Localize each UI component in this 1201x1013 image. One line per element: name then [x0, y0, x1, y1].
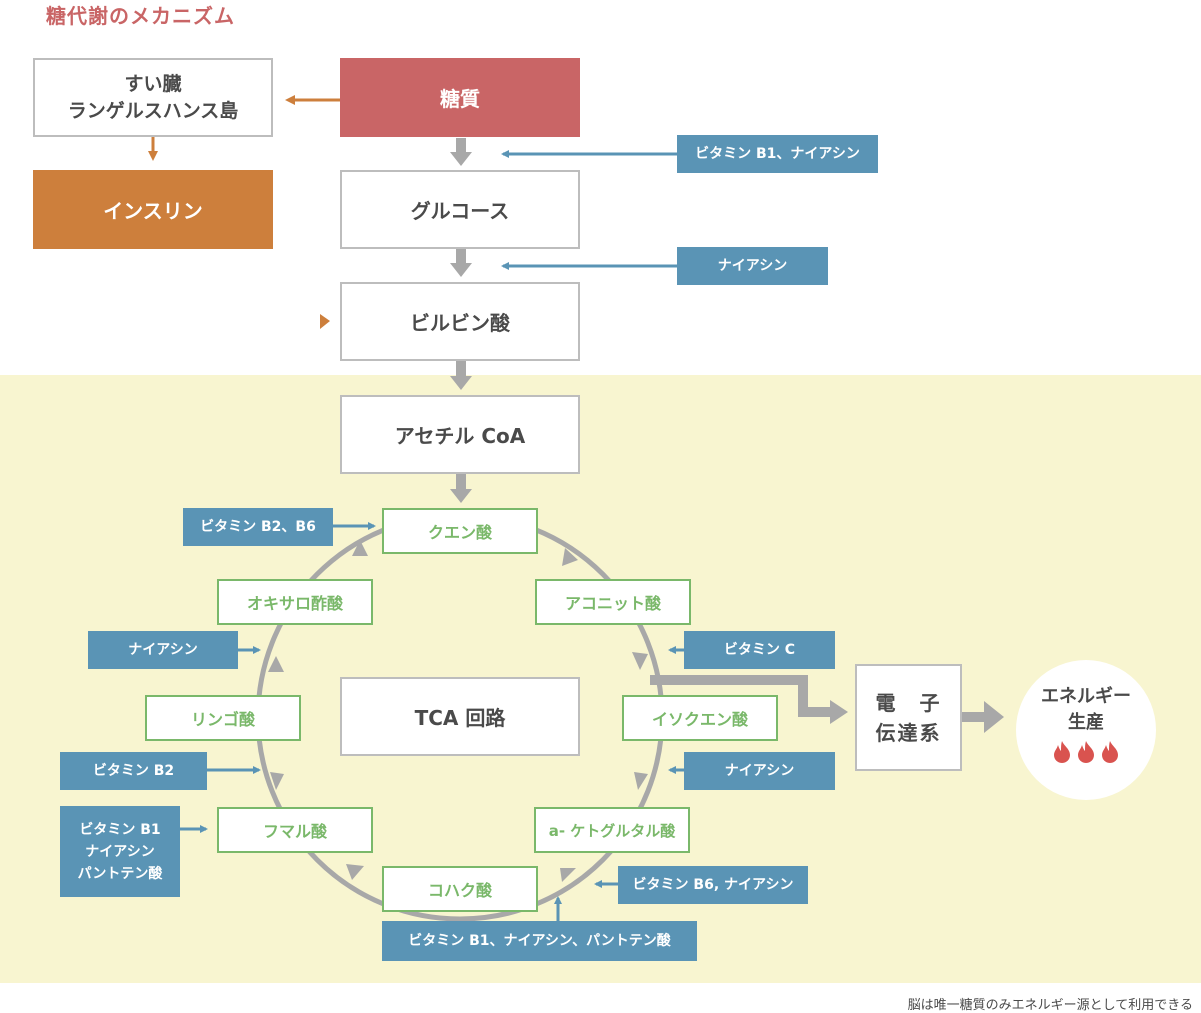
vitamin-fumaric-line2: ナイアシン — [85, 843, 155, 860]
tca-cycle-direction-arrows — [268, 540, 648, 882]
vitamin-pyruvic: ナイアシン — [677, 247, 828, 285]
vitamin-glucose: ビタミン B1、ナイアシン — [677, 135, 878, 173]
flame-icon — [1078, 741, 1094, 763]
pancreas-label-line1: すい臓 — [124, 72, 182, 95]
vitamin-citric: ビタミン B2、B6 — [183, 508, 333, 546]
flame-icon — [1054, 741, 1070, 763]
energy-label-line1: エネルギー — [1041, 686, 1131, 707]
pancreas-label-line2: ランゲルスハンス島 — [67, 99, 239, 122]
vitamin-isocitric: ビタミン C — [684, 631, 835, 669]
cycle-arrow-2 — [632, 652, 648, 670]
vitamin-fumaric-line3: パントテン酸 — [77, 865, 163, 882]
energy-production-circle: エネルギー 生産 — [1016, 660, 1156, 800]
flame-icon — [1102, 741, 1118, 763]
vitamin-oxaloacetic: ナイアシン — [88, 631, 238, 669]
etc-connector — [650, 675, 832, 717]
succinic-acid-box: コハク酸 — [382, 866, 538, 912]
page-title: 糖代謝のメカニズム — [46, 4, 235, 28]
energy-label: エネルギー 生産 — [1041, 684, 1131, 736]
cycle-arrow-4 — [560, 868, 576, 882]
fumaric-acid-box: フマル酸 — [217, 807, 373, 853]
vitamin-fumaric-line1: ビタミン B1 — [79, 821, 161, 838]
acetyl-coa-box: アセチル CoA — [340, 395, 580, 474]
tca-cycle-label-box: TCA 回路 — [340, 677, 580, 756]
aconitic-acid-box: アコニット酸 — [535, 579, 691, 625]
oxaloacetic-acid-box: オキサロ酢酸 — [217, 579, 373, 625]
pyruvic-marker-icon — [320, 314, 330, 329]
cycle-arrow-7 — [268, 656, 284, 672]
sugar-box: 糖質 — [340, 58, 580, 137]
vitamin-succinic-right: ビタミン B6, ナイアシン — [618, 866, 808, 904]
citric-acid-box: クエン酸 — [382, 508, 538, 554]
glucose-box: グルコース — [340, 170, 580, 249]
cycle-arrow-8 — [352, 540, 368, 556]
pyruvic-acid-box: ビルビン酸 — [340, 282, 580, 361]
flames — [1052, 740, 1120, 764]
vitamin-succinic-bottom: ビタミン B1、ナイアシン、パントテン酸 — [382, 921, 697, 961]
ketoglutaric-acid-box: a- ケトグルタル酸 — [534, 807, 690, 853]
main-flow-arrows — [450, 138, 472, 503]
electron-transport-chain-box: 電 子 伝達系 — [855, 664, 962, 771]
vitamin-ketoglutaric: ナイアシン — [684, 752, 835, 790]
cycle-arrow-3 — [634, 772, 648, 790]
vitamin-fumaric: ビタミン B1 ナイアシン パントテン酸 — [60, 806, 180, 897]
cycle-arrow-6 — [270, 772, 284, 790]
malic-acid-box: リンゴ酸 — [145, 695, 301, 741]
energy-label-line2: 生産 — [1068, 712, 1104, 733]
insulin-box: インスリン — [33, 170, 273, 249]
vitamin-malic: ビタミン B2 — [60, 752, 207, 790]
etc-label-line1: 電 子 — [875, 690, 942, 715]
pancreas-box: すい臓 ランゲルスハンス島 — [33, 58, 273, 137]
isocitric-acid-box: イソクエン酸 — [622, 695, 778, 741]
cycle-arrow-5 — [346, 864, 364, 880]
etc-label-line2: 伝達系 — [875, 720, 942, 745]
cycle-arrow-1 — [562, 548, 578, 566]
footnote: 脳は唯一糖質のみエネルギー源として利用できる — [907, 998, 1193, 1013]
